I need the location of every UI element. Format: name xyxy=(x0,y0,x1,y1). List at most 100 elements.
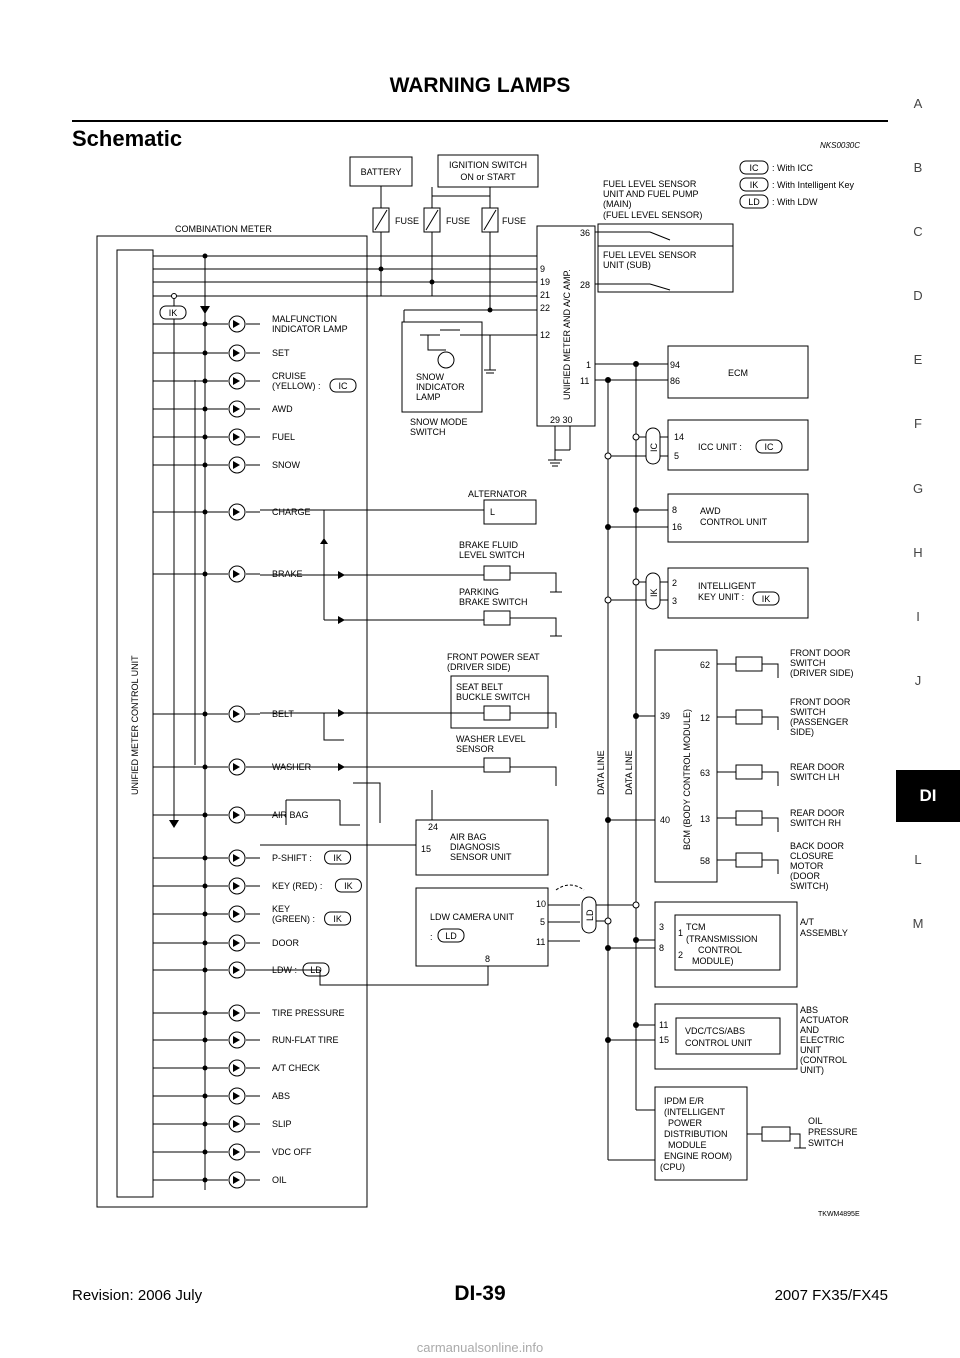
legend-tag-ik-text: IK xyxy=(750,180,759,190)
icc-unit-tag-text: IC xyxy=(765,442,775,452)
lamp-label: VDC OFF xyxy=(272,1147,312,1157)
abs-label-5: UNIT xyxy=(800,1045,821,1055)
amp-pin-36: 36 xyxy=(580,228,590,238)
side-index-c[interactable]: C xyxy=(913,224,923,239)
side-index-j[interactable]: J xyxy=(914,673,922,688)
door-switch-driver xyxy=(735,656,763,672)
lamp-option-tag xyxy=(324,911,352,926)
bcm-pin-62: 62 xyxy=(700,660,710,670)
side-index-a[interactable]: A xyxy=(913,96,923,111)
lamp-label: (GREEN) : xyxy=(272,914,315,924)
lamp-row: TIRE PRESSURE xyxy=(153,1004,345,1022)
page-title: WARNING LAMPS xyxy=(389,74,571,97)
bcm-pin-63: 63 xyxy=(700,768,710,778)
ac-amp: UNIFIED METER AND A/C AMP. 9 19 21 22 12… xyxy=(536,225,596,467)
door-passenger-label-3: (PASSENGER xyxy=(790,717,849,727)
side-index-d[interactable]: D xyxy=(913,288,923,303)
legend-tag-ld xyxy=(739,194,769,209)
tcm-box xyxy=(674,914,781,971)
vdc-unit-label-1: VDC/TCS/ABS xyxy=(685,1026,745,1036)
lamp-label: (YELLOW) : xyxy=(272,381,321,391)
amp-pin-1: 1 xyxy=(586,360,591,370)
amp-pin-28: 28 xyxy=(580,280,590,290)
lamp-row: FUEL xyxy=(153,428,295,446)
parking-brake-switch xyxy=(483,610,511,626)
footer-model: 2007 FX35/FX45 xyxy=(774,1287,888,1304)
side-index-g[interactable]: G xyxy=(912,481,924,496)
ecm-box xyxy=(667,345,809,399)
at-pin-3: 3 xyxy=(659,922,664,932)
lamp-row: BRAKE xyxy=(153,565,303,583)
lamp-option-tag xyxy=(334,878,362,893)
tcm-label-2: (TRANSMISSION xyxy=(686,934,758,944)
door-passenger-label-1: FRONT DOOR xyxy=(790,697,851,707)
legend-tag-ic xyxy=(739,160,769,175)
lamp-label: SET xyxy=(272,348,290,358)
ipdm-box xyxy=(654,1086,748,1181)
ipdm-label-6: ENGINE ROOM) xyxy=(664,1151,732,1161)
battery-box xyxy=(349,156,413,187)
lamp-label: P-SHIFT : xyxy=(272,853,312,863)
figure-code: TKWM4895E xyxy=(818,1211,860,1218)
side-index-h[interactable]: H xyxy=(913,545,923,560)
middle-section: ALTERNATOR L BRAKE FLUID LEVEL SWITCH PA… xyxy=(260,489,597,986)
lamp-label: ABS xyxy=(272,1091,290,1101)
intelligent-key-box xyxy=(667,567,809,619)
oil-switch-label-2: PRESSURE xyxy=(808,1127,858,1137)
door-switch-passenger xyxy=(735,709,763,725)
front-power-seat-label-2: (DRIVER SIDE) xyxy=(447,662,511,672)
abs-label-3: AND xyxy=(800,1025,820,1035)
bcm-box xyxy=(654,649,718,883)
lamp-row: KEY(GREEN) :IK xyxy=(153,904,352,926)
awd-unit-label-2: CONTROL UNIT xyxy=(700,517,768,527)
door-passenger-label-4: SIDE) xyxy=(790,727,814,737)
ipdm-label-1: IPDM E/R xyxy=(664,1096,705,1106)
side-index-b[interactable]: B xyxy=(913,160,923,175)
lamp-row: KEY (RED) :IK xyxy=(153,877,362,895)
side-index-di-active[interactable]: DI xyxy=(896,770,960,822)
fuel-main-label-4: (FUEL LEVEL SENSOR) xyxy=(603,210,702,220)
door-back-label-1: BACK DOOR xyxy=(790,841,845,851)
side-index-e[interactable]: E xyxy=(913,352,923,367)
oil-switch-label-1: OIL xyxy=(808,1116,823,1126)
parking-brake-label-2: BRAKE SWITCH xyxy=(459,597,528,607)
airbag-unit-label-2: DIAGNOSIS xyxy=(450,842,500,852)
door-back-label-4: (DOOR xyxy=(790,871,820,881)
header-rule xyxy=(72,120,888,122)
fuel-main-label-3: (MAIN) xyxy=(603,199,632,209)
lamp-row: SLIP xyxy=(153,1115,292,1133)
lamp-option-tag-text: IK xyxy=(333,853,342,863)
lamp-row: CRUISE(YELLOW) :IC xyxy=(153,371,357,393)
side-index-l[interactable]: L xyxy=(914,852,922,867)
lamp-row: CHARGE xyxy=(153,503,311,521)
abs-label-7: UNIT) xyxy=(800,1065,824,1075)
fuel-main-label-1: FUEL LEVEL SENSOR xyxy=(603,179,697,189)
side-index-i[interactable]: I xyxy=(916,609,920,624)
meter-ik-tag xyxy=(159,305,187,320)
ldw-camera-box xyxy=(415,887,549,967)
awd-unit-box xyxy=(667,493,809,543)
icc-unit-box xyxy=(667,419,809,471)
lamp-row: AWD xyxy=(153,400,293,418)
ignition-box xyxy=(437,154,539,188)
airbag-pin-24: 24 xyxy=(428,822,438,832)
lamp-label: CRUISE xyxy=(272,371,306,381)
bcm-label: BCM (BODY CONTROL MODULE) xyxy=(682,709,692,850)
awd-unit-label-1: AWD xyxy=(700,506,721,516)
amp-pin-9: 9 xyxy=(540,264,545,274)
lamp-option-tag-text: IK xyxy=(333,914,342,924)
ldw-pin-8: 8 xyxy=(485,954,490,964)
fuel-sub-label-2: UNIT (SUB) xyxy=(603,260,651,270)
lamp-label: INDICATOR LAMP xyxy=(272,324,348,334)
side-index-m[interactable]: M xyxy=(912,916,924,931)
side-index-f[interactable]: F xyxy=(914,416,922,431)
icc-pin-14: 14 xyxy=(674,432,684,442)
door-switch-rear-lh xyxy=(735,764,763,780)
airbag-unit-label-1: AIR BAG xyxy=(450,832,487,842)
vdc-unit-box xyxy=(675,1017,781,1055)
snow-switch-label-2: SWITCH xyxy=(410,427,446,437)
oil-pressure-switch xyxy=(761,1126,791,1142)
tcm-label-4: MODULE) xyxy=(692,956,734,966)
fuel-main-box xyxy=(597,223,734,247)
lamp-row: DOOR xyxy=(153,934,300,952)
